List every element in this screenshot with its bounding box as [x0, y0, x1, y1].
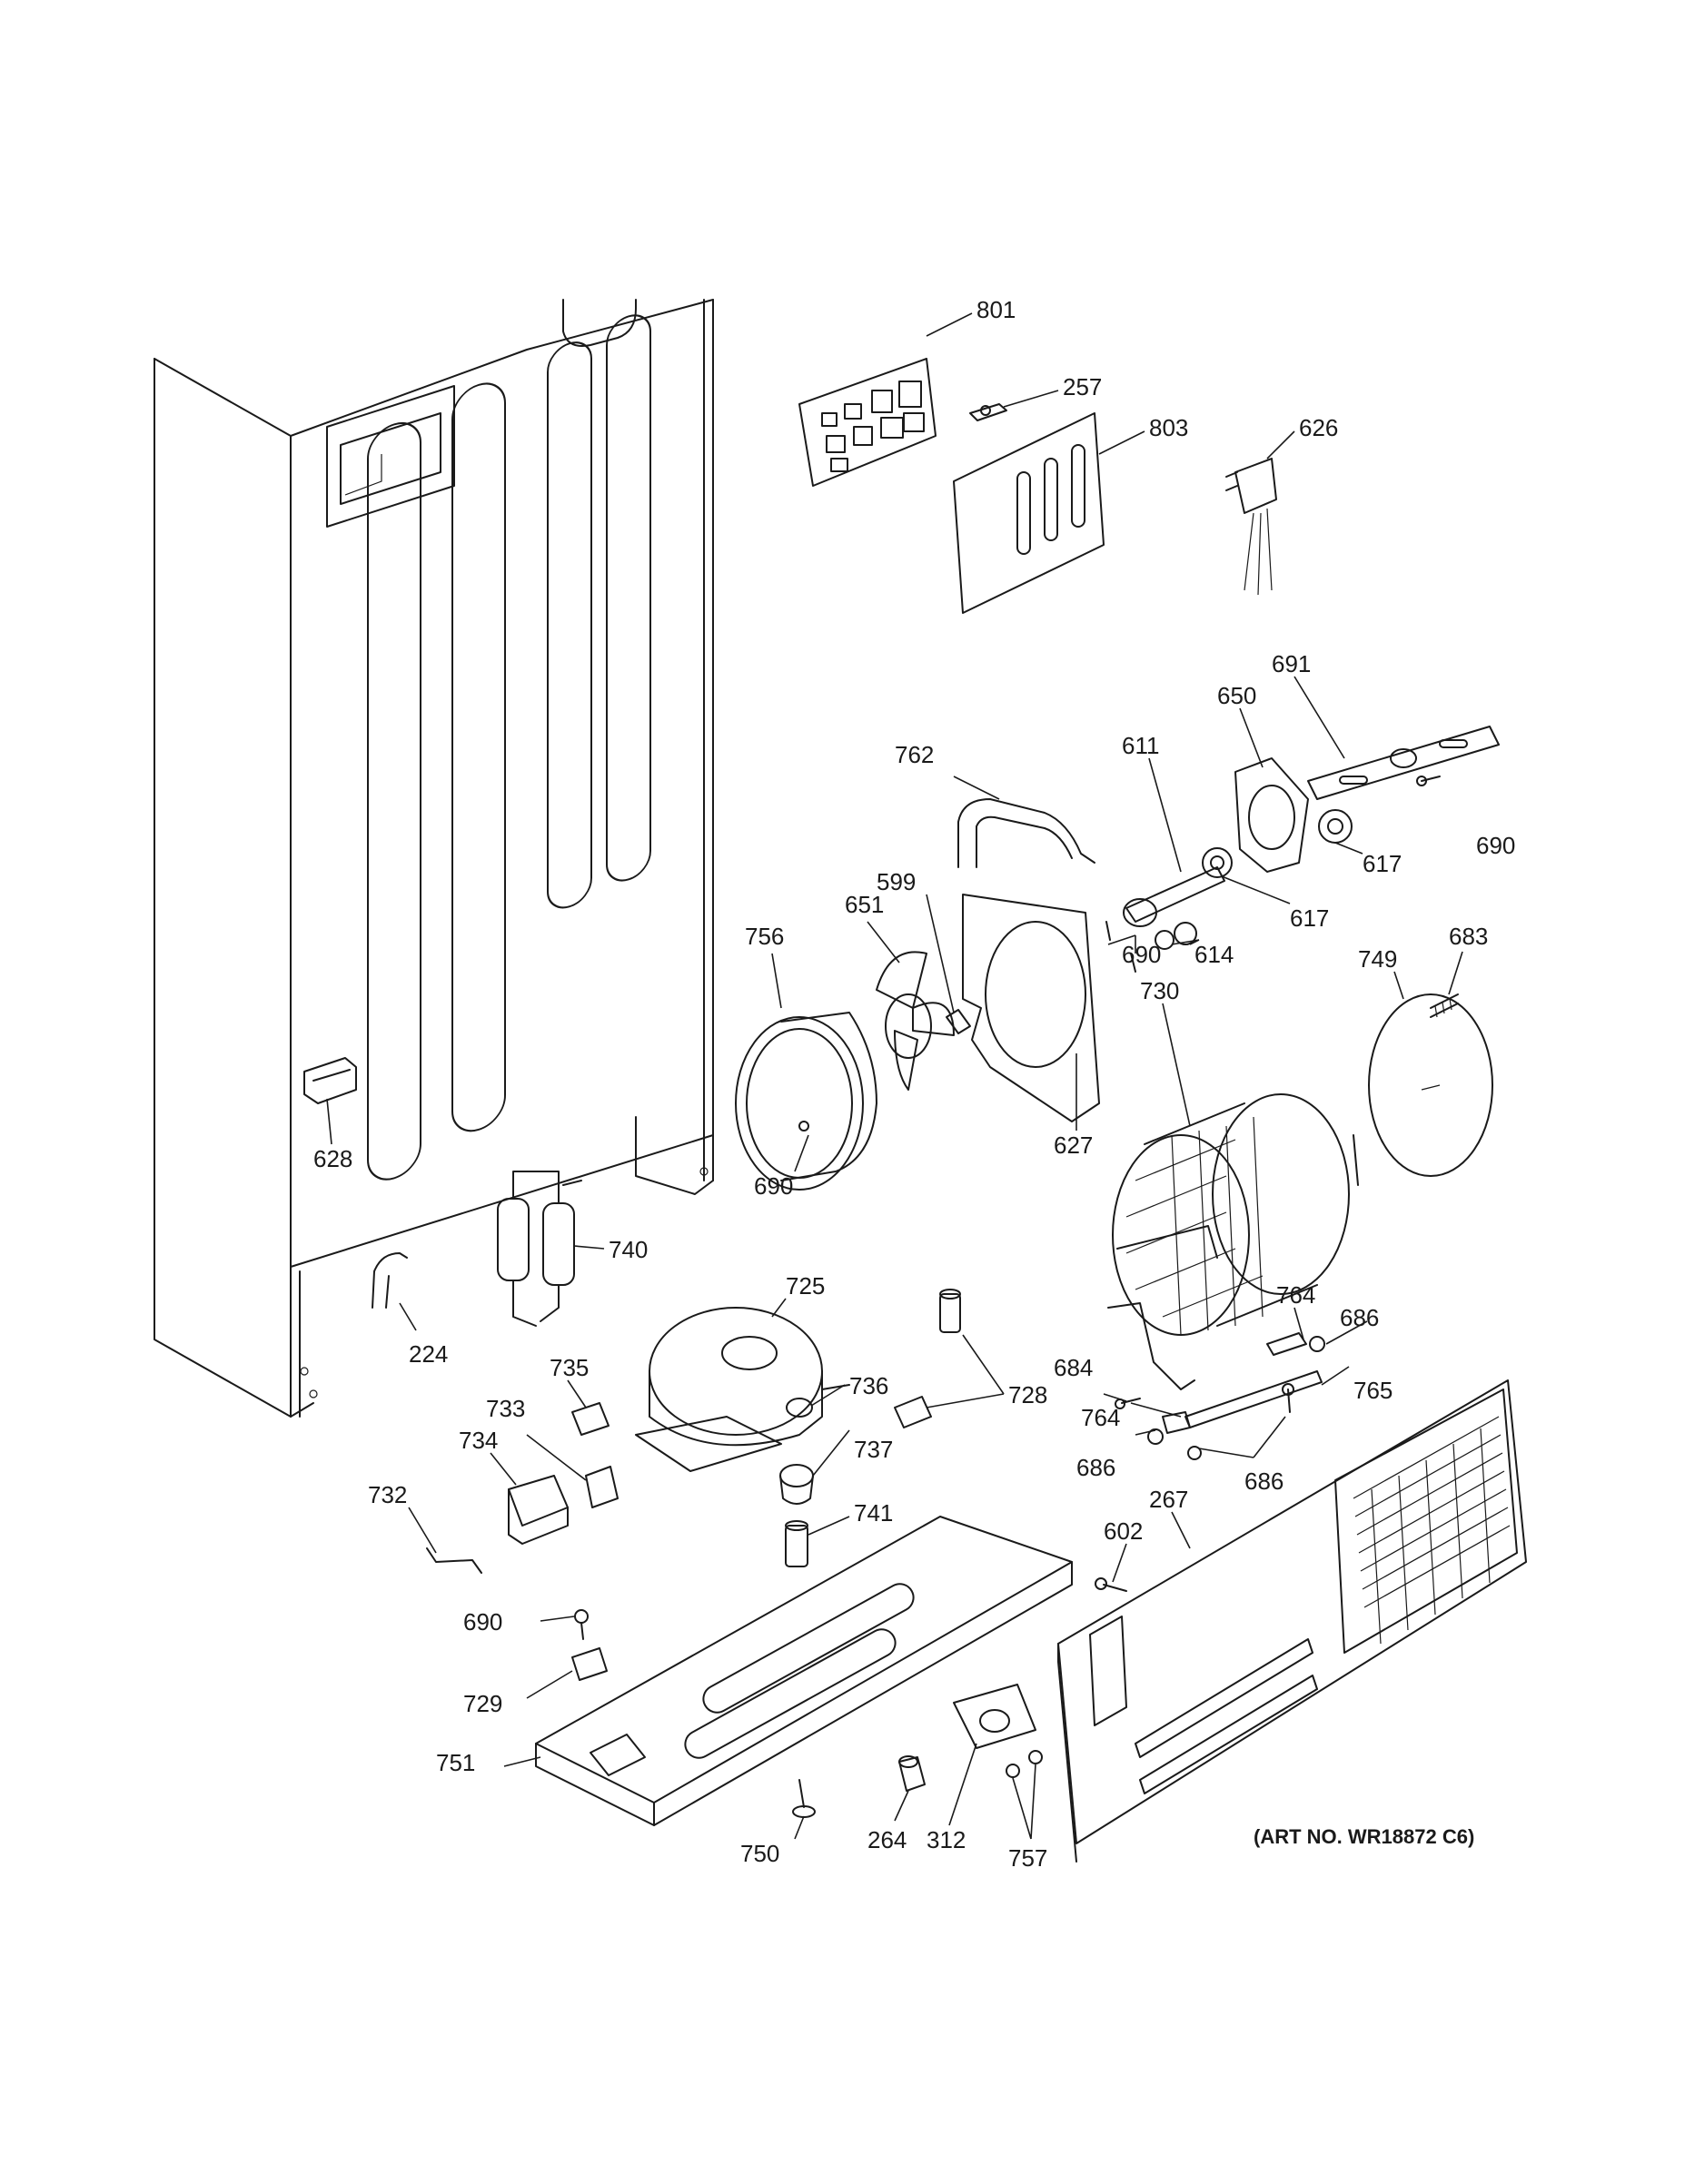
part-267-access-grille	[1057, 1379, 1527, 1863]
callout-611: 611	[1122, 732, 1159, 759]
part-690-screw-d	[574, 1609, 589, 1640]
part-602-screw	[1095, 1577, 1127, 1592]
part-737-mount-grommet	[779, 1464, 814, 1505]
callout-617-b: 617	[1290, 904, 1329, 932]
part-764-765-brackets	[1115, 1332, 1325, 1460]
part-690-screws-b	[1105, 921, 1136, 973]
part-729-clip	[571, 1647, 608, 1681]
callout-650: 650	[1217, 682, 1256, 709]
callout-267: 267	[1149, 1486, 1188, 1513]
part-740-filter-dryer	[497, 1171, 582, 1327]
callout-602: 602	[1104, 1517, 1143, 1545]
callout-764-a: 764	[1276, 1281, 1315, 1309]
callout-741: 741	[854, 1499, 893, 1527]
art-number: (ART NO. WR18872 C6)	[1254, 1825, 1474, 1848]
part-756-condenser-fan-guard	[735, 1012, 877, 1191]
callout-740: 740	[609, 1236, 648, 1263]
callout-628: 628	[313, 1145, 352, 1172]
callout-651: 651	[845, 891, 884, 918]
callout-627: 627	[1054, 1132, 1093, 1159]
part-750-leveling-foot	[792, 1779, 816, 1818]
part-224-tube	[372, 1252, 408, 1309]
callout-684: 684	[1054, 1354, 1093, 1381]
callout-690-b: 690	[1122, 941, 1161, 968]
part-312-roller-bracket	[953, 1684, 1036, 1749]
callout-750: 750	[740, 1840, 779, 1867]
callout-264: 264	[867, 1826, 907, 1853]
part-757-screws	[1006, 1750, 1043, 1778]
part-749-cover-disk	[1368, 993, 1493, 1177]
callout-690-c: 690	[754, 1172, 793, 1200]
callout-690-d: 690	[463, 1608, 502, 1636]
callout-728: 728	[1008, 1381, 1047, 1408]
callout-737: 737	[854, 1436, 893, 1463]
callout-labels: 801 257 803 626 650 691 762 611 617 690 …	[313, 296, 1515, 1872]
part-733-overload	[585, 1466, 619, 1508]
callout-762: 762	[895, 741, 934, 768]
callout-729: 729	[463, 1690, 502, 1717]
callout-614: 614	[1194, 941, 1234, 968]
callout-599: 599	[877, 868, 916, 895]
callout-626: 626	[1299, 414, 1338, 441]
part-691-motor-bracket	[1307, 726, 1500, 800]
callout-801: 801	[976, 296, 1016, 323]
callout-312: 312	[927, 1826, 966, 1853]
callout-725: 725	[786, 1272, 825, 1300]
callout-683: 683	[1449, 923, 1488, 950]
callout-803: 803	[1149, 414, 1188, 441]
callout-735: 735	[550, 1354, 589, 1381]
part-801-control-board	[798, 358, 937, 487]
part-611-bracket	[1123, 866, 1225, 927]
callout-686-c: 686	[1244, 1468, 1284, 1495]
part-617-grommet-b	[1202, 847, 1233, 878]
refrigerator-cabinet	[154, 299, 714, 1418]
callout-686-b: 686	[1076, 1454, 1115, 1481]
callout-691: 691	[1272, 650, 1311, 677]
part-617-grommet-a	[1318, 809, 1353, 844]
callout-757: 757	[1008, 1844, 1047, 1872]
callout-690-a: 690	[1476, 832, 1515, 859]
part-735-relay	[571, 1402, 610, 1436]
part-627-fan-shroud	[962, 894, 1100, 1122]
part-751-base-pan	[535, 1516, 1073, 1826]
callout-686-a: 686	[1340, 1304, 1379, 1331]
part-683-screw	[1430, 993, 1459, 1018]
callout-257: 257	[1063, 373, 1102, 400]
callout-765: 765	[1353, 1377, 1393, 1404]
part-762-tube	[957, 798, 1095, 868]
callout-734: 734	[459, 1427, 498, 1454]
callout-751: 751	[436, 1749, 475, 1776]
part-730-condenser-coil	[1107, 1093, 1359, 1390]
callout-732: 732	[368, 1481, 407, 1508]
part-626-power-cord	[1225, 458, 1277, 596]
part-257-connector	[969, 403, 1007, 421]
leader-lines	[326, 312, 1463, 1840]
part-614-grommets	[1155, 922, 1197, 950]
part-264-roller	[898, 1755, 926, 1792]
part-736-grommet	[786, 1398, 813, 1418]
part-732-clip	[426, 1547, 482, 1574]
callout-756: 756	[745, 923, 784, 950]
part-725-compressor	[635, 1307, 850, 1472]
part-803-cover-plate	[953, 412, 1105, 614]
part-628-cord-clip	[303, 1057, 357, 1104]
part-741-sleeve	[785, 1520, 808, 1567]
callout-749: 749	[1358, 945, 1397, 973]
callout-617-a: 617	[1363, 850, 1402, 877]
part-728-spacers	[894, 1289, 961, 1428]
part-734-capacitor	[508, 1475, 569, 1545]
part-650-fan-motor	[1234, 757, 1309, 873]
callout-224: 224	[409, 1340, 448, 1368]
part-690-screw-a	[1416, 776, 1441, 786]
callout-736: 736	[849, 1372, 888, 1399]
part-651-fan-blade	[876, 951, 955, 1091]
callout-764-b: 764	[1081, 1404, 1120, 1431]
callout-733: 733	[486, 1395, 525, 1422]
callout-730: 730	[1140, 977, 1179, 1004]
